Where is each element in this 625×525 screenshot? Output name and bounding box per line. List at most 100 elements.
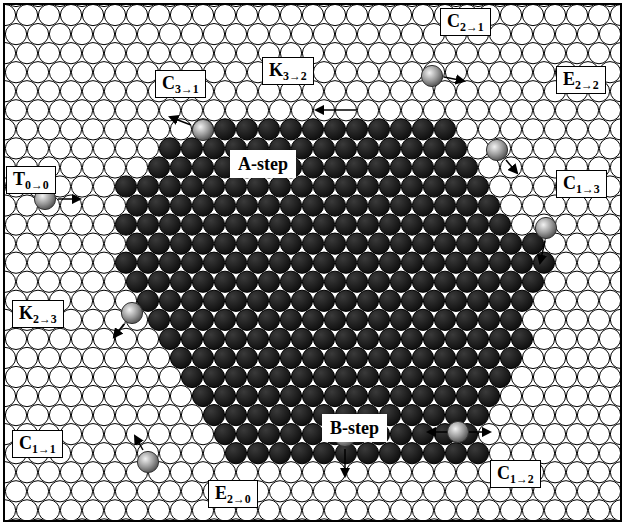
- substrate-atom: [368, 500, 389, 521]
- substrate-atom: [5, 252, 26, 273]
- substrate-atom: [379, 62, 400, 83]
- island-atom: [192, 385, 213, 406]
- substrate-atom: [489, 100, 510, 121]
- island-atom: [434, 347, 455, 368]
- substrate-atom: [489, 405, 510, 426]
- island-atom: [379, 366, 400, 387]
- substrate-atom: [324, 81, 345, 102]
- substrate-atom: [522, 347, 543, 368]
- substrate-atom: [588, 195, 609, 216]
- substrate-atom: [500, 43, 521, 64]
- move-arrow: [444, 77, 464, 81]
- island-atom: [247, 443, 268, 464]
- substrate-atom: [4, 500, 16, 521]
- substrate-atom: [104, 347, 125, 368]
- substrate-atom: [82, 195, 103, 216]
- label-letter: E: [215, 483, 227, 503]
- island-atoms: [115, 119, 554, 464]
- island-atom: [434, 271, 455, 292]
- substrate-atom: [544, 271, 565, 292]
- substrate-atom: [324, 500, 345, 521]
- island-atom: [324, 271, 345, 292]
- substrate-atom: [412, 500, 433, 521]
- substrate-atom: [71, 481, 92, 502]
- island-atom: [500, 347, 521, 368]
- island-atom: [258, 385, 279, 406]
- substrate-atom: [115, 23, 136, 44]
- island-atom: [291, 366, 312, 387]
- substrate-atom: [588, 347, 609, 368]
- substrate-atom: [588, 271, 609, 292]
- island-atom: [302, 309, 323, 330]
- substrate-atom: [16, 81, 37, 102]
- substrate-atom: [203, 100, 224, 121]
- substrate-atom: [192, 424, 213, 445]
- substrate-atom: [4, 43, 16, 64]
- substrate-atom: [38, 385, 59, 406]
- substrate-atom: [610, 157, 621, 178]
- substrate-atom: [181, 23, 202, 44]
- island-atom: [445, 290, 466, 311]
- island-atom: [302, 347, 323, 368]
- island-atom: [225, 252, 246, 273]
- substrate-atom: [82, 43, 103, 64]
- island-atom: [357, 252, 378, 273]
- island-atom: [368, 309, 389, 330]
- substrate-atom: [16, 271, 37, 292]
- substrate-atom: [60, 119, 81, 140]
- substrate-atom: [599, 252, 620, 273]
- substrate-atom: [302, 4, 323, 25]
- substrate-atom: [313, 23, 334, 44]
- island-atom: [225, 214, 246, 235]
- label-subscript: 3→1: [175, 82, 199, 96]
- island-atom: [269, 366, 290, 387]
- substrate-atom: [5, 405, 26, 426]
- frame: [4, 4, 621, 521]
- island-atom: [412, 424, 433, 445]
- substrate-atom: [566, 462, 587, 483]
- substrate-atom: [71, 252, 92, 273]
- step-label: B-step: [322, 414, 387, 442]
- island-atom: [357, 214, 378, 235]
- island-atom: [192, 271, 213, 292]
- substrate-atom: [610, 424, 621, 445]
- substrate-atom: [82, 81, 103, 102]
- island-atom: [434, 119, 455, 140]
- island-atom: [181, 214, 202, 235]
- island-atom: [313, 252, 334, 273]
- substrate-atom: [368, 43, 389, 64]
- adatom: [421, 65, 442, 86]
- substrate-atom: [588, 462, 609, 483]
- island-atom: [302, 385, 323, 406]
- island-atom: [500, 309, 521, 330]
- island-atom: [115, 214, 136, 235]
- substrate-atom: [60, 347, 81, 368]
- label-subscript: 0→0: [25, 178, 49, 192]
- island-atom: [335, 138, 356, 159]
- substrate-atom: [280, 4, 301, 25]
- substrate-atom: [588, 4, 609, 25]
- substrate-atom: [16, 43, 37, 64]
- adatom: [137, 451, 158, 472]
- substrate-atom: [467, 100, 488, 121]
- island-atom: [214, 271, 235, 292]
- substrate-atom: [27, 138, 48, 159]
- substrate-atom: [302, 462, 323, 483]
- island-atom: [401, 252, 422, 273]
- label-letter: C: [447, 11, 460, 31]
- island-atom: [291, 328, 312, 349]
- substrate-atom: [93, 405, 114, 426]
- substrate-atom: [82, 347, 103, 368]
- island-atom: [313, 443, 334, 464]
- substrate-atom: [115, 100, 136, 121]
- label-box: C3→1: [155, 70, 206, 98]
- substrate-atom: [38, 347, 59, 368]
- island-atom: [401, 176, 422, 197]
- island-atom: [302, 119, 323, 140]
- substrate-atom: [522, 385, 543, 406]
- substrate-atom: [16, 385, 37, 406]
- island-atom: [203, 328, 224, 349]
- substrate-atom: [313, 481, 334, 502]
- label-text: A-step: [238, 153, 288, 175]
- substrate-atom: [467, 481, 488, 502]
